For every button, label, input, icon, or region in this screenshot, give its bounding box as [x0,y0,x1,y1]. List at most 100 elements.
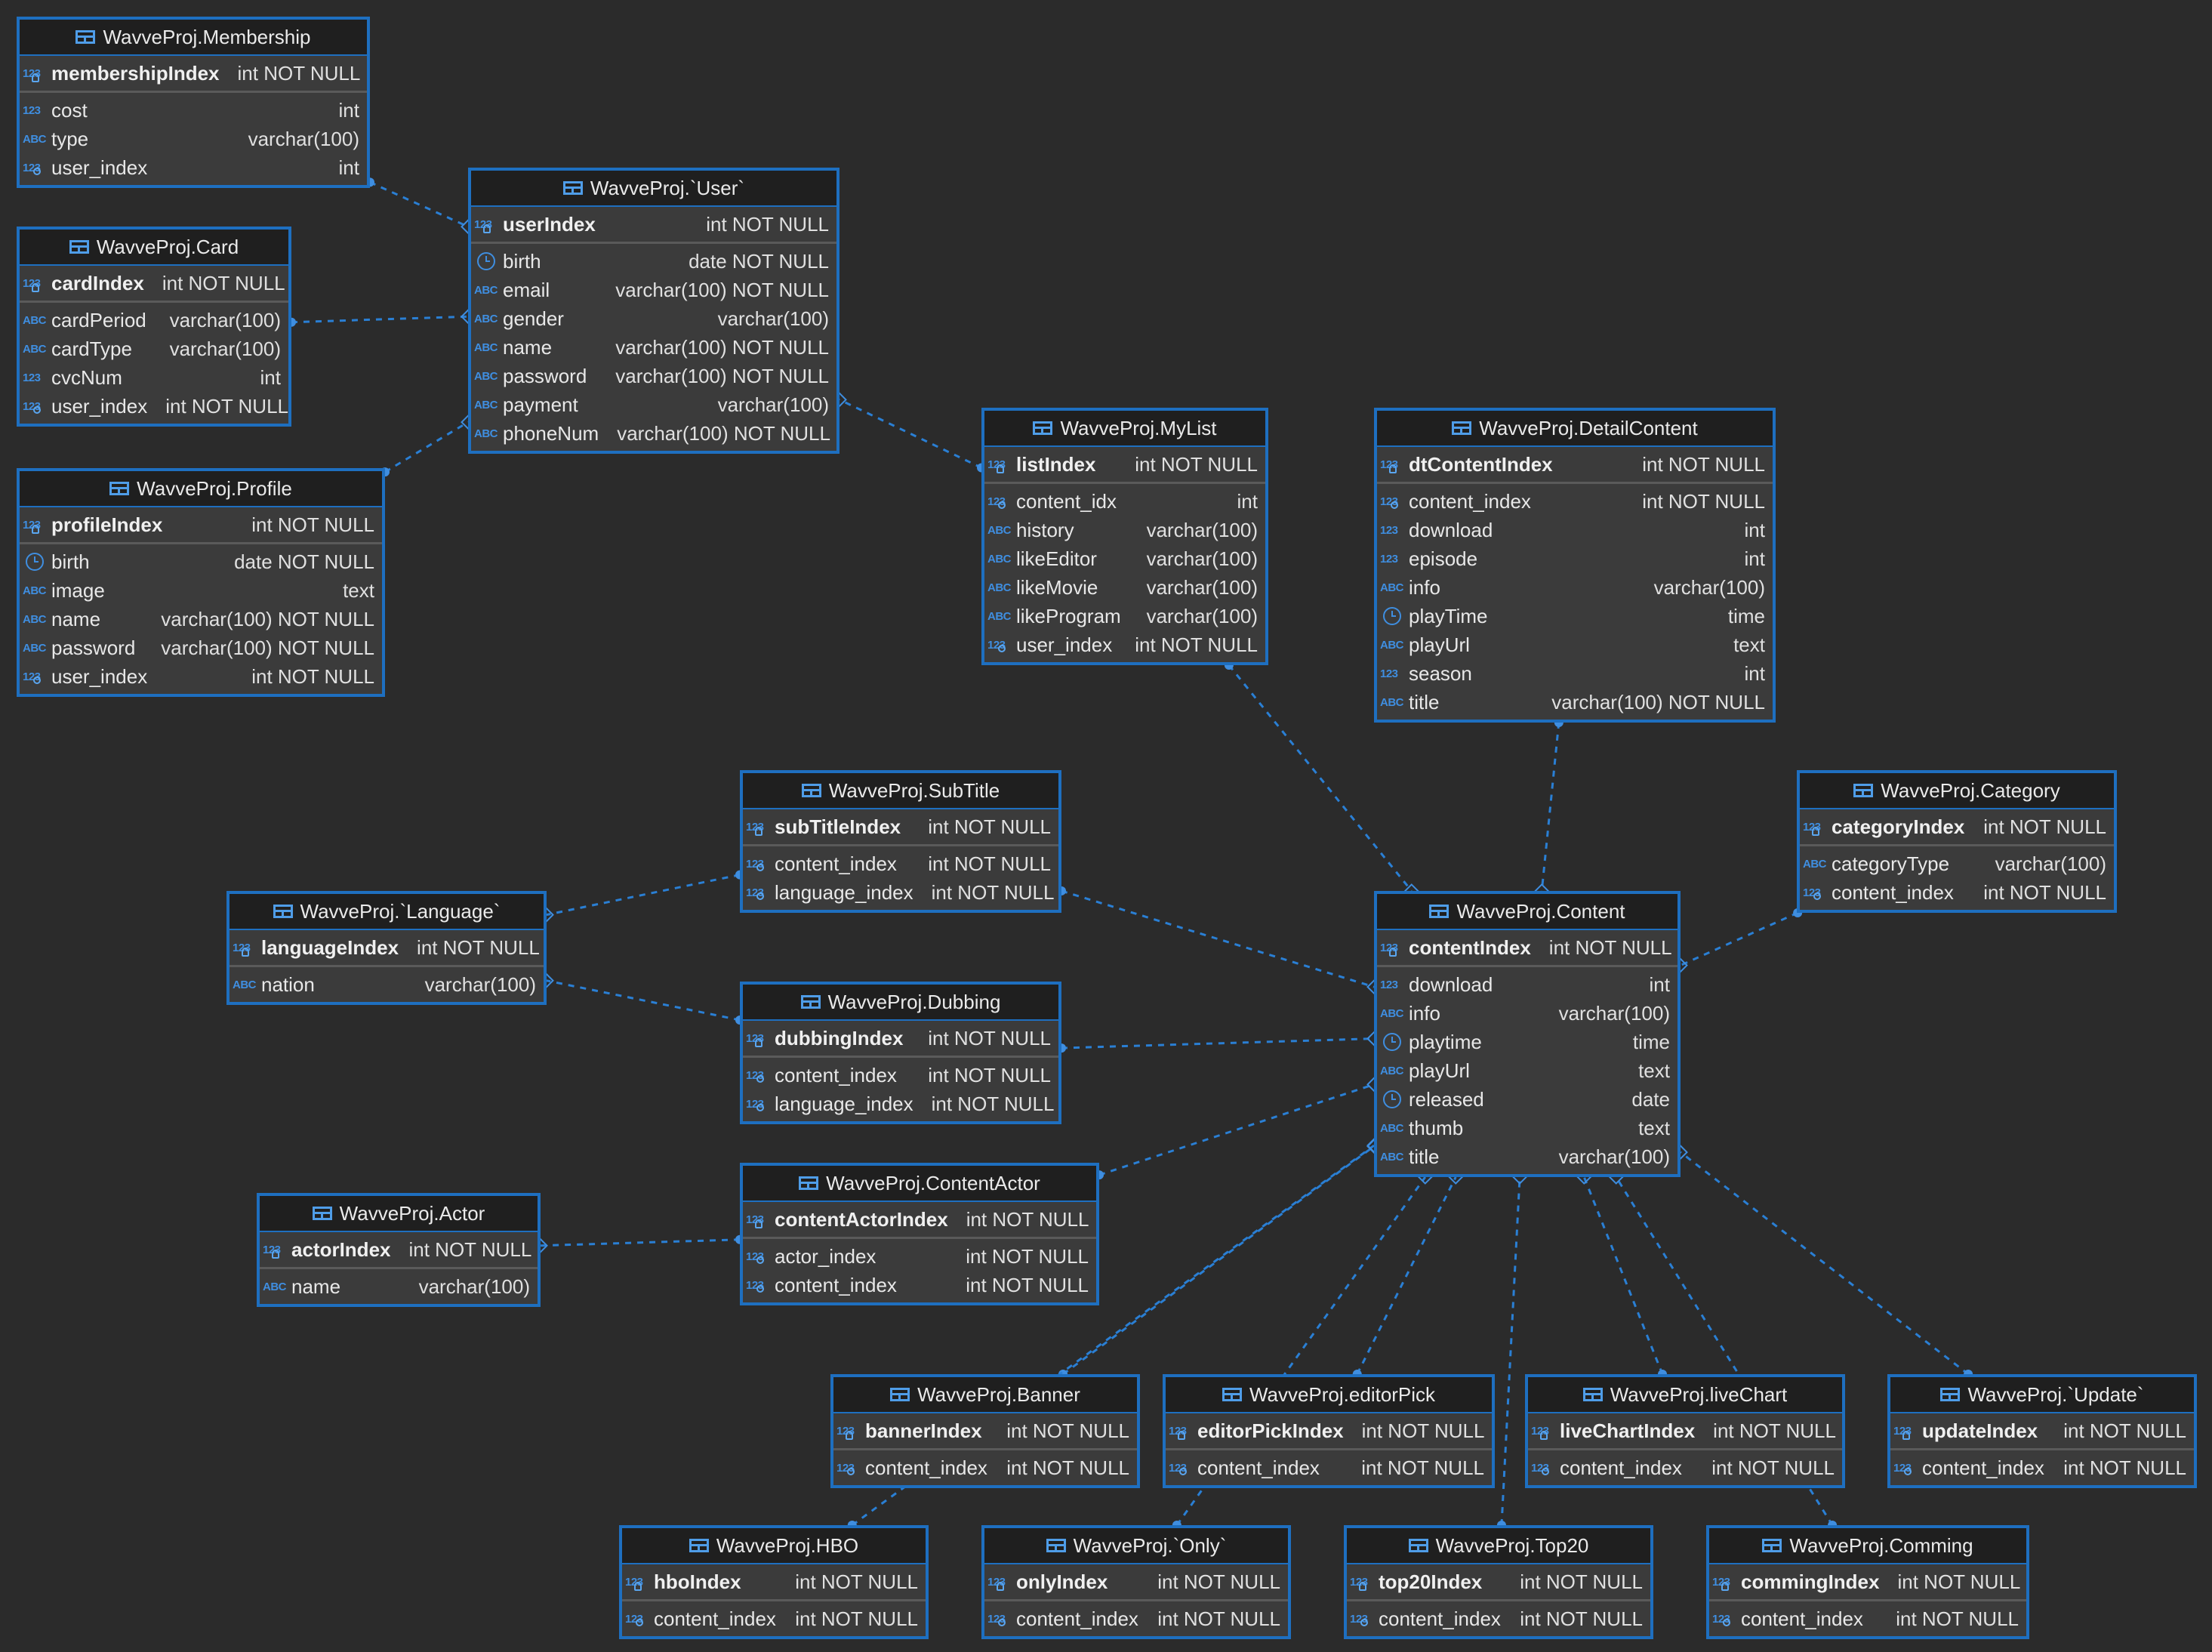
table-header[interactable]: WavveProj.Actor [260,1196,538,1232]
table-header[interactable]: WavveProj.`Language` [230,894,544,930]
table-header[interactable]: WavveProj.Membership [20,20,367,56]
table-header[interactable]: WavveProj.DetailContent [1377,411,1773,447]
table-header[interactable]: WavveProj.Comming [1709,1528,2026,1564]
table-header[interactable]: WavveProj.Profile [20,471,382,507]
table-header[interactable]: WavveProj.`Only` [984,1528,1288,1564]
table-header[interactable]: WavveProj.HBO [622,1528,926,1564]
table-header[interactable]: WavveProj.SubTitle [743,773,1058,809]
table-header[interactable]: WavveProj.Card [20,230,288,266]
table-header[interactable]: WavveProj.Banner [833,1377,1137,1413]
table-header[interactable]: WavveProj.`Update` [1890,1377,2194,1413]
table-header[interactable]: WavveProj.Top20 [1347,1528,1650,1564]
table-header[interactable]: WavveProj.Category [1800,773,2114,809]
table-header[interactable]: WavveProj.liveChart [1528,1377,1842,1413]
table-header[interactable]: WavveProj.ContentActor [743,1166,1096,1202]
table-header[interactable]: WavveProj.MyList [984,411,1265,447]
